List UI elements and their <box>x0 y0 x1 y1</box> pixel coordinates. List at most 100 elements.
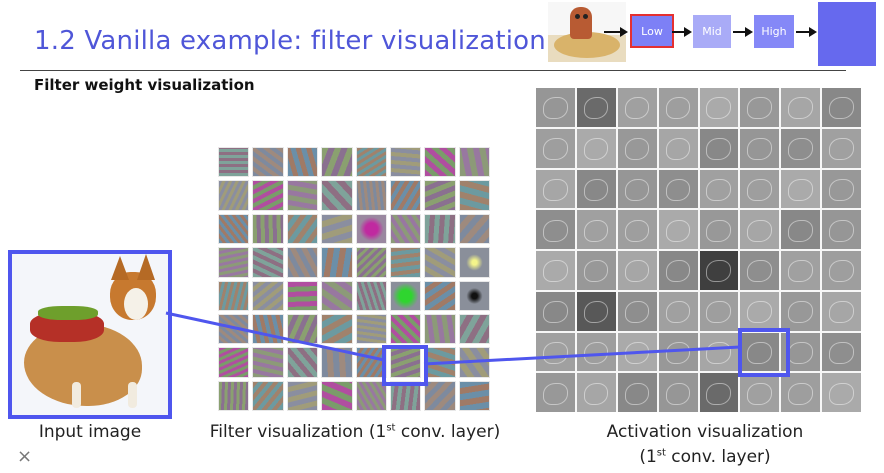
filter-tile <box>355 247 387 278</box>
filter-tile <box>458 313 490 345</box>
filter-tile <box>458 347 490 378</box>
filter-tile <box>286 213 319 245</box>
activation-tile <box>781 291 821 331</box>
filter-tile <box>389 247 422 278</box>
activation-tile <box>536 373 575 412</box>
dog-ear <box>137 254 155 280</box>
filter-tile <box>286 347 319 378</box>
activation-tile <box>740 251 780 290</box>
activation-tile <box>781 88 821 127</box>
thumbnail-figure <box>570 7 592 39</box>
filter-tile <box>424 313 456 345</box>
activation-tile <box>699 251 739 290</box>
activation-tile <box>576 169 616 209</box>
thumbnail-eye <box>575 14 580 19</box>
activation-tile <box>699 210 739 249</box>
filter-tile <box>321 247 353 278</box>
filter-tile <box>355 147 387 178</box>
activation-tile <box>658 169 698 209</box>
filter-tile <box>355 213 387 245</box>
filter-tile <box>286 280 319 311</box>
activation-tile <box>658 128 698 168</box>
filter-tile <box>286 180 319 211</box>
title-rule <box>20 70 846 71</box>
caption-activation-sup: st <box>656 447 666 459</box>
activation-tile <box>822 169 861 209</box>
filter-tile <box>355 180 387 211</box>
dog-relish <box>38 306 98 320</box>
filter-tile <box>252 280 284 311</box>
activation-tile <box>822 332 861 372</box>
filter-tile <box>218 280 250 311</box>
dog-ear <box>111 256 129 280</box>
filter-tile <box>321 213 353 245</box>
filter-tile <box>252 180 284 211</box>
activation-tile <box>822 291 861 331</box>
activation-tile <box>781 169 821 209</box>
filter-tile <box>389 213 422 245</box>
pipeline-arrow <box>796 27 817 37</box>
activation-tile <box>576 251 616 290</box>
activation-tile <box>658 251 698 290</box>
filter-tile <box>218 147 250 178</box>
activation-highlight-box <box>738 328 790 377</box>
activation-tile <box>740 373 780 412</box>
filter-tile <box>424 247 456 278</box>
stage-mid: Mid <box>693 15 731 48</box>
filter-tile <box>458 280 490 311</box>
caption-filter-suffix: conv. layer) <box>395 422 501 442</box>
activation-tile <box>740 291 780 331</box>
filter-tile <box>218 347 250 378</box>
activation-tile <box>822 88 861 127</box>
activation-tile <box>822 251 861 290</box>
activation-tile <box>822 210 861 249</box>
activation-tile <box>740 88 780 127</box>
activation-tile <box>576 88 616 127</box>
activation-tile <box>699 128 739 168</box>
activation-tile <box>617 210 657 249</box>
filter-tile <box>458 213 490 245</box>
filter-tile <box>389 280 422 311</box>
activation-tile <box>781 128 821 168</box>
dog-leg <box>128 382 137 408</box>
filter-highlight-box <box>382 345 428 386</box>
activation-tile <box>536 169 575 209</box>
caption-filter-sup: st <box>386 422 396 434</box>
activation-tile <box>576 210 616 249</box>
filter-tile <box>458 147 490 178</box>
activation-tile <box>536 332 575 372</box>
filter-tile <box>321 347 353 378</box>
activation-tile <box>576 128 616 168</box>
caption-activation-line2: (1st conv. layer) <box>585 447 825 467</box>
stage-output <box>818 2 876 66</box>
activation-tile <box>617 251 657 290</box>
filter-tile <box>321 180 353 211</box>
filter-tile <box>321 313 353 345</box>
filter-tile <box>286 147 319 178</box>
activation-tile <box>617 373 657 412</box>
activation-tile <box>658 373 698 412</box>
activation-tile <box>699 291 739 331</box>
filter-tile <box>286 313 319 345</box>
activation-tile <box>781 251 821 290</box>
filter-grid <box>218 147 490 411</box>
filter-tile <box>218 380 250 411</box>
activation-tile <box>617 88 657 127</box>
close-icon[interactable]: × <box>17 446 33 467</box>
activation-tile <box>617 128 657 168</box>
activation-tile <box>617 332 657 372</box>
filter-tile <box>355 280 387 311</box>
activation-tile <box>536 291 575 331</box>
filter-tile <box>424 147 456 178</box>
caption-activation-suffix: conv. layer) <box>665 447 771 467</box>
filter-tile <box>252 247 284 278</box>
activation-tile <box>699 169 739 209</box>
filter-tile <box>321 280 353 311</box>
filter-tile <box>252 213 284 245</box>
activation-tile <box>740 210 780 249</box>
filter-tile <box>218 313 250 345</box>
activation-tile <box>699 332 739 372</box>
filter-tile <box>252 347 284 378</box>
activation-tile <box>740 169 780 209</box>
pipeline-arrow <box>733 27 753 37</box>
